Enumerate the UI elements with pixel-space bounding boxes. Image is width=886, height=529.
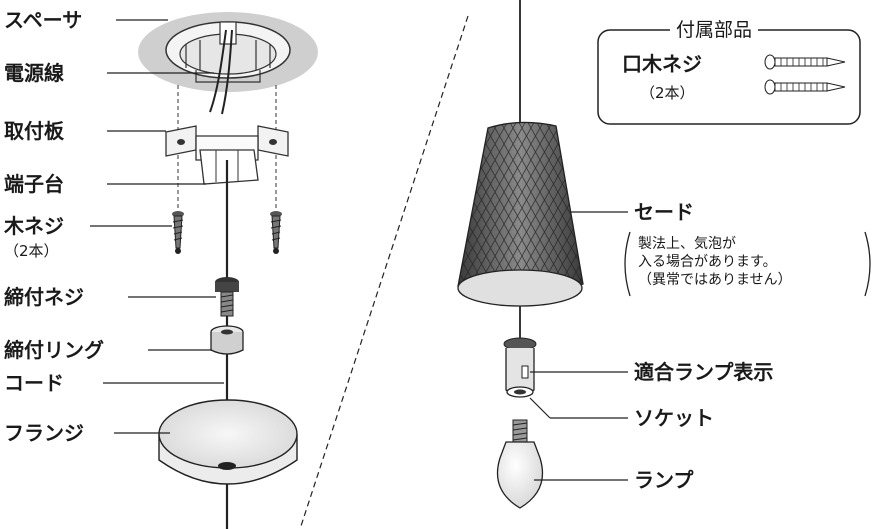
flange-part [158, 399, 298, 485]
label-terminal-block: 端子台 [4, 172, 64, 196]
tightening-screw-part [215, 277, 239, 317]
accessories-item: 口木ネジ [622, 52, 702, 76]
label-wood-screw-qty: （2本） [4, 242, 59, 260]
label-tightening-screw: 締付ネジ [4, 285, 84, 309]
label-cord: コード [4, 371, 64, 395]
shade-part [457, 121, 584, 307]
accessory-screw-1 [764, 54, 846, 70]
accessories-title: 付属部品 [670, 19, 759, 41]
lamp-part [496, 419, 544, 509]
label-lamp-indication: 適合ランプ表示 [634, 360, 774, 384]
left-leader-lines [90, 19, 224, 434]
shade-note-line-1: 製法上、気泡が [638, 236, 736, 252]
terminal-block-part [199, 149, 259, 185]
label-spacer: スペーサ [4, 8, 83, 32]
socket-part [503, 337, 537, 398]
accessories-qty: （2本） [640, 84, 695, 102]
accessory-screw-2 [764, 79, 846, 95]
label-mounting-plate: 取付板 [4, 119, 64, 143]
tightening-ring-part [210, 325, 244, 355]
shade-note-line-3: （異常ではありません） [638, 272, 792, 288]
shade-note-line-2: 入る場合があります。 [638, 254, 777, 270]
label-flange: フランジ [4, 421, 84, 445]
wood-screw-right-part [270, 211, 282, 254]
label-shade: セード [634, 200, 694, 224]
label-lamp: ランプ [634, 468, 694, 492]
label-power-wire: 電源線 [4, 61, 64, 85]
label-wood-screw: 木ネジ [4, 214, 64, 238]
right-leader-lines [529, 211, 628, 481]
wood-screw-left-part [172, 211, 184, 254]
label-socket: ソケット [634, 406, 714, 430]
power-wire-part [209, 29, 233, 115]
note-bracket-left [624, 231, 631, 297]
label-tightening-ring: 締付リング [4, 338, 104, 362]
accessories-box [597, 29, 861, 125]
note-bracket-right [864, 231, 871, 297]
